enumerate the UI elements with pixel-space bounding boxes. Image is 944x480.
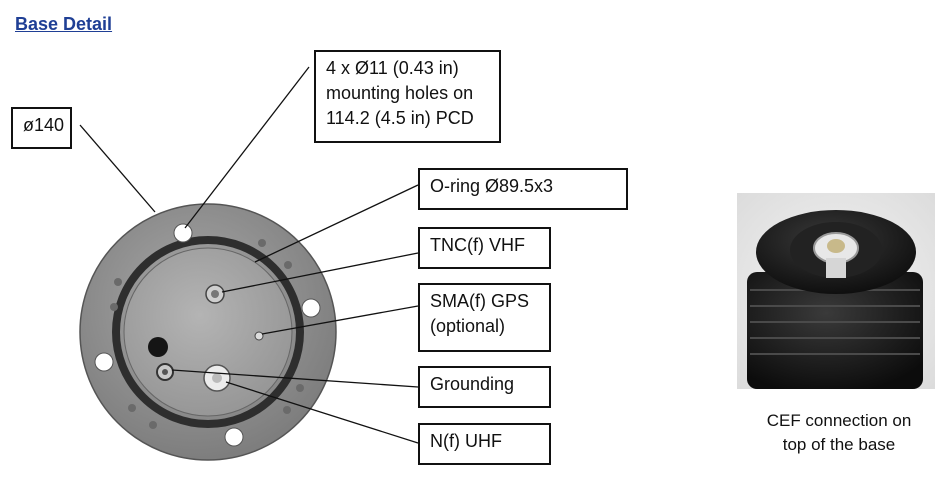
tnc-vhf-callout: TNC(f) VHF (418, 227, 551, 269)
screw-hole (110, 303, 118, 311)
diameter-callout: ø140 (11, 107, 72, 149)
screw-hole (284, 261, 292, 269)
screw-hole (149, 421, 157, 429)
mounting-hole (301, 298, 321, 318)
screw-hole (128, 404, 136, 412)
section-heading: Base Detail (15, 14, 113, 34)
screw-hole (296, 384, 304, 392)
leader-lines (79, 66, 419, 444)
o-ring (112, 236, 304, 428)
cef-connector-photo (737, 193, 935, 389)
screw-hole (258, 239, 266, 247)
mounting-hole (173, 223, 193, 243)
screw-hole (283, 406, 291, 414)
mounting-hole (94, 352, 114, 372)
grounding-callout: Grounding (418, 366, 551, 408)
o-ring-callout: O-ring Ø89.5x3 (418, 168, 628, 210)
screw-hole (114, 278, 122, 286)
dark-port (148, 337, 168, 357)
sma-gps-callout: SMA(f) GPS (optional) (418, 283, 551, 352)
mounting-holes-callout: 4 x Ø11 (0.43 in) mounting holes on 114.… (314, 50, 501, 143)
n-uhf-callout: N(f) UHF (418, 423, 551, 465)
sma-connector (254, 331, 264, 341)
photo-caption: CEF connection on top of the base (766, 411, 912, 454)
mounting-hole (224, 427, 244, 447)
